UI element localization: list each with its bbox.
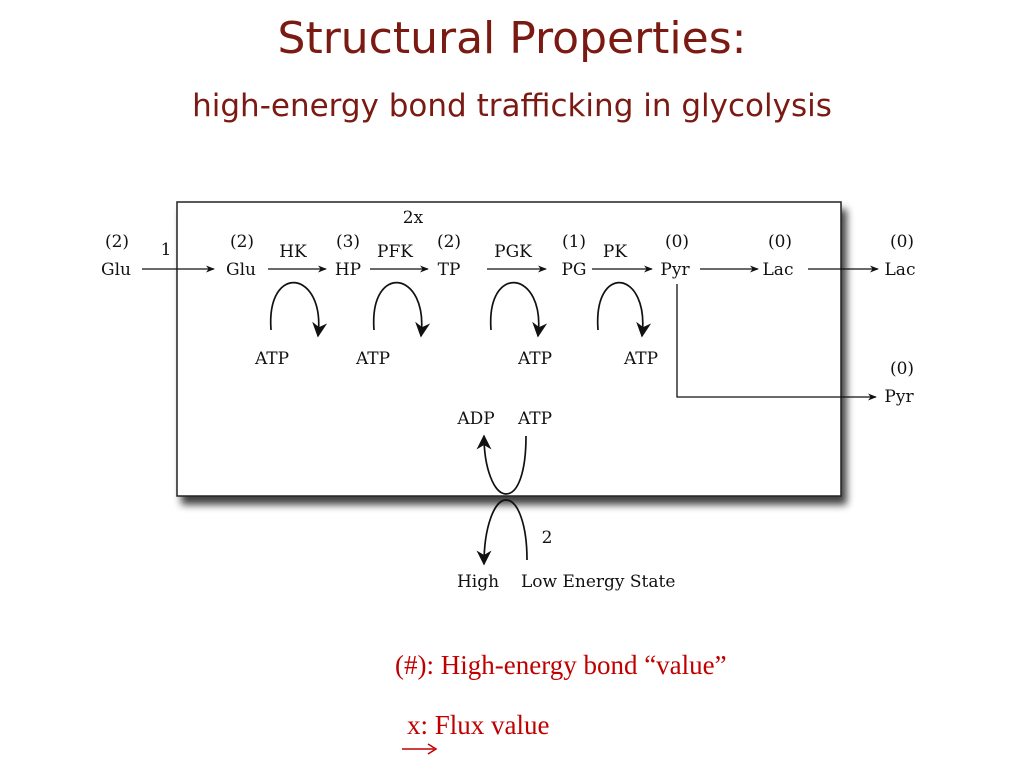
flux-2x-label: 2x — [403, 208, 424, 228]
high-label: High — [457, 572, 499, 592]
atp-label: ATP — [517, 409, 552, 429]
curve-arrow-hk — [270, 281, 328, 338]
exchange-arrow-top — [476, 434, 527, 495]
arrow-pyr-out — [676, 284, 877, 401]
input-flux: 1 — [161, 240, 172, 260]
out-lac-value: (0) — [890, 232, 914, 252]
node-label-tp: TP — [438, 260, 461, 280]
cell-box — [176, 201, 842, 497]
cofactor-atp-hk: ATP — [254, 349, 289, 369]
node-value-hp: (3) — [336, 232, 360, 252]
out-pyr-label: Pyr — [884, 387, 914, 407]
legend-value-note: (#): High-energy bond “value” — [395, 650, 727, 680]
out-pyr-value: (0) — [890, 359, 914, 379]
node-value-pyr: (0) — [665, 232, 689, 252]
exchange-arrow-bottom — [476, 499, 528, 566]
enzyme-pgk: PGK — [494, 242, 532, 262]
input-label: Glu — [101, 260, 131, 280]
low-energy-label: Low Energy State — [521, 572, 675, 592]
node-label-glu: Glu — [226, 260, 256, 280]
enzyme-pk: PK — [603, 242, 627, 262]
curve-arrow-pk — [596, 281, 652, 338]
enzyme-hk: HK — [279, 242, 307, 262]
input-value: (2) — [105, 232, 129, 252]
exchange-flux: 2 — [542, 528, 553, 548]
curve-arrow-pfk — [373, 281, 431, 338]
cofactor-atp-pfk: ATP — [355, 349, 390, 369]
page-subtitle: high-energy bond trafficking in glycolys… — [192, 88, 832, 124]
cofactor-atp-pgk: ATP — [517, 349, 552, 369]
legend-flux-arrow-icon — [402, 743, 438, 755]
node-label-hp: HP — [335, 260, 361, 280]
node-value-lac: (0) — [768, 232, 792, 252]
node-label-pyr: Pyr — [660, 260, 690, 280]
curve-arrow-pgk — [490, 281, 548, 338]
legend-flux-note: x: Flux value — [407, 710, 550, 740]
adp-label: ADP — [456, 409, 494, 429]
enzyme-pfk: PFK — [377, 242, 413, 262]
node-label-pg: PG — [561, 260, 586, 280]
node-label-lac: Lac — [763, 260, 794, 280]
node-value-glu: (2) — [230, 232, 254, 252]
page-title: Structural Properties: — [277, 13, 747, 64]
out-lac-label: Lac — [885, 260, 916, 280]
node-value-pg: (1) — [562, 232, 586, 252]
cofactor-atp-pk: ATP — [623, 349, 658, 369]
node-value-tp: (2) — [437, 232, 461, 252]
